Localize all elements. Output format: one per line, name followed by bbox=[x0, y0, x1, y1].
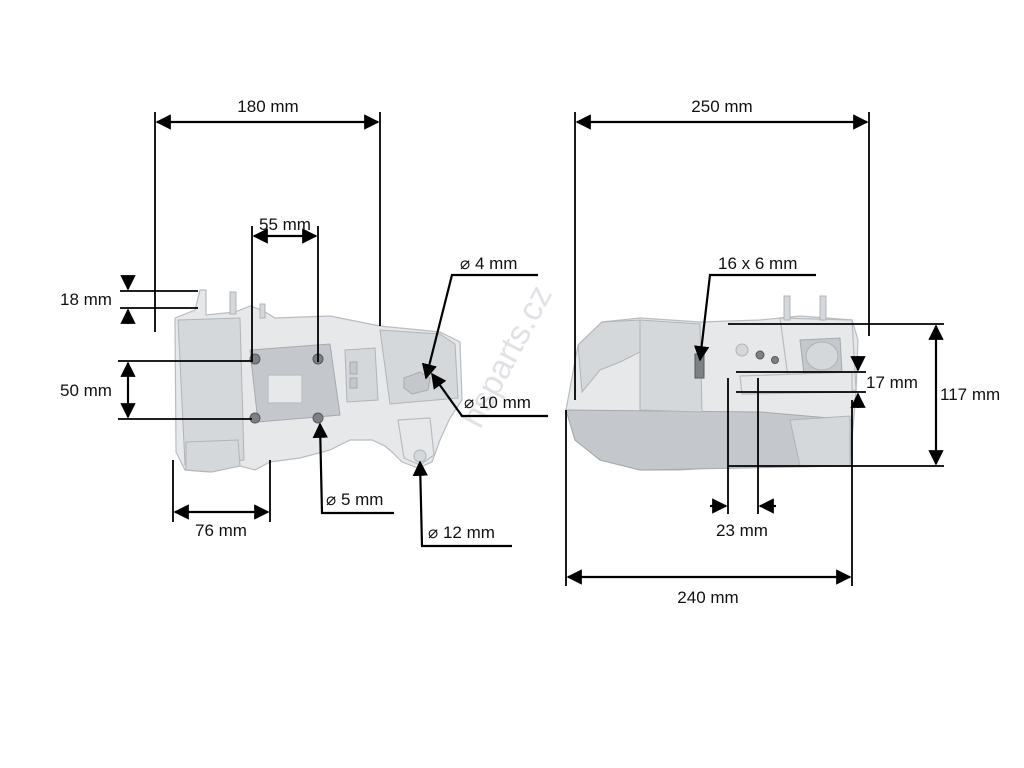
dim-50: 50 mm bbox=[60, 381, 112, 400]
dim-250: 250 mm bbox=[691, 97, 752, 116]
dim-180: 180 mm bbox=[237, 97, 298, 116]
dim-76: 76 mm bbox=[195, 521, 247, 540]
dim-17: 17 mm bbox=[866, 373, 918, 392]
dim-23: 23 mm bbox=[716, 521, 768, 540]
dia-12: ⌀ 12 mm bbox=[428, 523, 495, 542]
dia-4: ⌀ 4 mm bbox=[460, 254, 517, 273]
dia-10: ⌀ 10 mm bbox=[464, 393, 531, 412]
dim-18: 18 mm bbox=[60, 290, 112, 309]
side-view-part bbox=[565, 295, 859, 471]
dia-5: ⌀ 5 mm bbox=[326, 490, 383, 509]
front-dimensions: 180 mm 55 mm 18 mm 50 mm 76 mm ⌀ 4 mm ⌀ … bbox=[60, 97, 548, 548]
side-dimensions: 250 mm 16 x 6 mm 17 mm 117 mm 23 mm 240 … bbox=[565, 97, 1000, 607]
dim-117: 117 mm bbox=[940, 385, 1000, 404]
dim-240: 240 mm bbox=[677, 588, 738, 607]
dim-55: 55 mm bbox=[259, 215, 311, 234]
dim-16x6: 16 x 6 mm bbox=[718, 254, 797, 273]
